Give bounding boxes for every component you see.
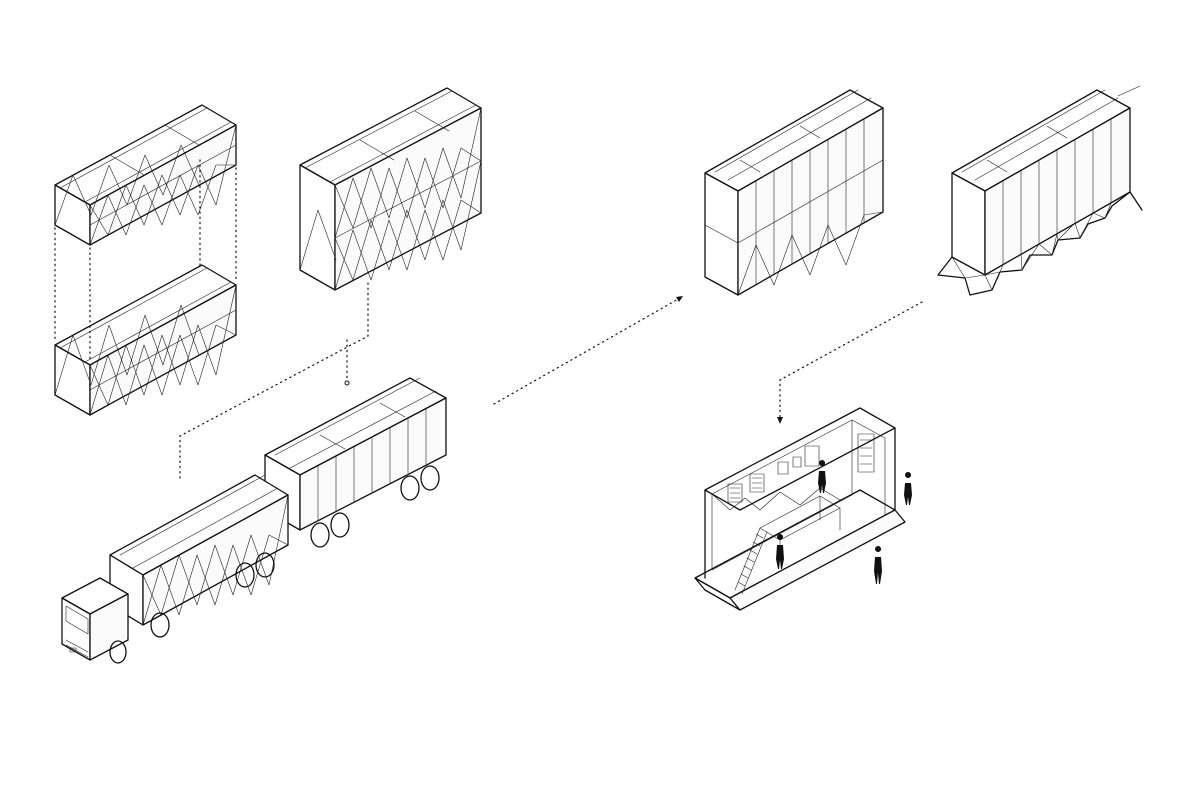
interior-section [694,407,912,611]
deployed-pavilion [937,85,1143,296]
truss-module-top [54,104,237,246]
interior-connector [777,301,923,424]
truss-module-double [299,87,482,291]
truck-cab [61,577,129,664]
visitor-figures [776,460,912,584]
assembly-arrow [493,296,683,405]
stack-connectors [54,159,237,363]
clad-pavilion [704,89,884,296]
transport-connectors [179,282,369,481]
truck-trailer-front [109,474,289,638]
artwork-texture [729,439,873,499]
truck-trailer-rear [264,377,447,548]
truss-module-bottom [54,264,237,416]
truck-transport [61,377,447,664]
ladder [734,527,768,595]
